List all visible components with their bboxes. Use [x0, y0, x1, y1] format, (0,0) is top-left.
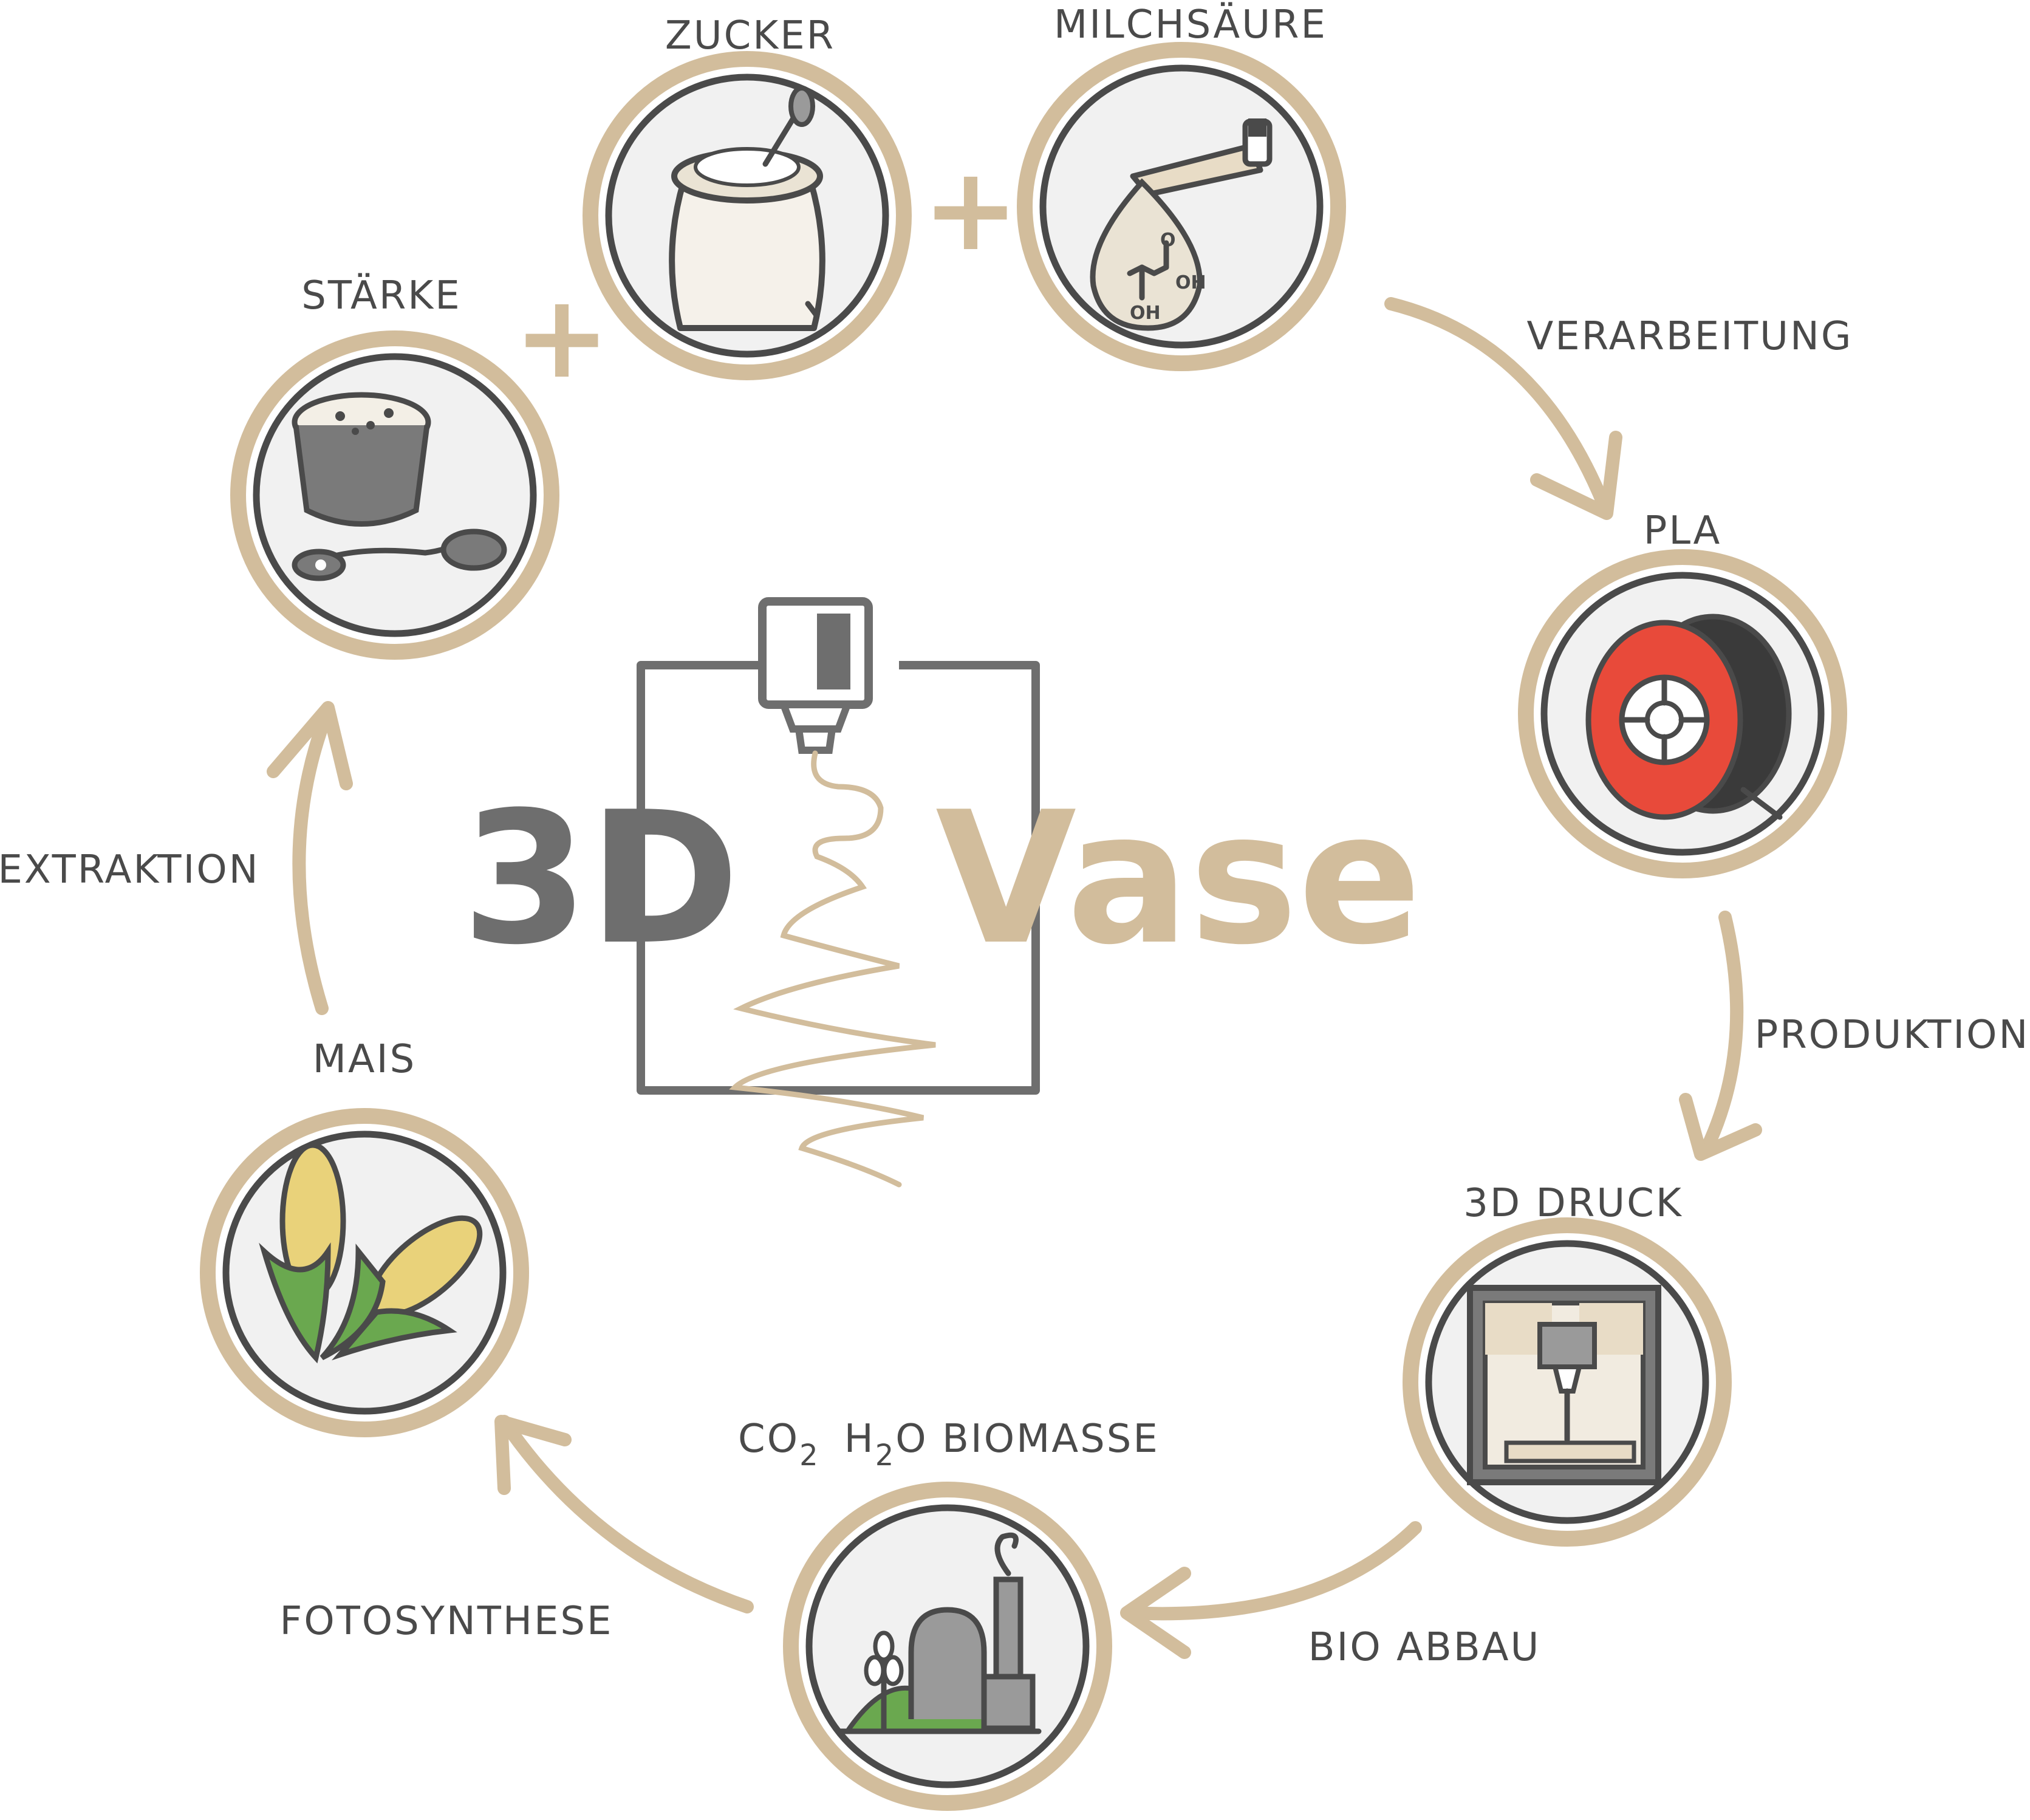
label-verarbeitung: VERARBEITUNG — [1527, 314, 1853, 359]
station-3d-druck: 3D DRUCK — [1403, 1181, 1732, 1547]
plus-sign-2: + — [922, 142, 1019, 276]
label-fotosynthese: FOTOSYNTHESE — [280, 1599, 613, 1644]
label-extraktion: EXTRAKTION — [0, 847, 260, 892]
station-starke: STÄRKE — [230, 273, 559, 660]
label-mais: MAIS — [313, 1037, 417, 1082]
arrow-verarbeitung — [1384, 297, 1622, 520]
label-starke: STÄRKE — [301, 273, 461, 318]
logo-text-3d: 3D — [462, 773, 740, 985]
arrow-extraktion — [267, 701, 353, 1015]
label-milchsaure: MILCHSÄURE — [1054, 2, 1327, 47]
arrow-fotosynthese — [494, 1415, 754, 1613]
label-zucker: ZUCKER — [665, 13, 835, 58]
plus-sign-1: + — [513, 270, 610, 404]
chem-oh-label-2: OH — [1130, 303, 1161, 324]
label-pla: PLA — [1644, 508, 1722, 553]
filament-spool-icon — [1585, 614, 1792, 820]
3d-printer-icon — [1467, 1285, 1661, 1485]
logo-text-vase: Vase — [935, 773, 1421, 985]
starch-cup-spoon-icon — [292, 392, 507, 581]
label-bio-abbau: BIO ABBAU — [1308, 1625, 1541, 1670]
print-head-icon — [758, 597, 873, 754]
chem-o-label: O — [1160, 230, 1176, 251]
center-logo-3d-vase: 3D Vase — [462, 597, 1421, 1188]
station-mais: MAIS — [200, 1037, 529, 1437]
label-produktion: PRODUKTION — [1755, 1013, 2030, 1058]
chem-oh-label-1: OH — [1175, 272, 1206, 293]
station-pla: PLA — [1518, 508, 1847, 878]
label-3d-druck: 3D DRUCK — [1463, 1181, 1683, 1226]
station-zucker: ZUCKER — [583, 13, 912, 380]
arrows — [267, 297, 1762, 1659]
station-milchsaure: O OH OH MILCHSÄURE — [1017, 2, 1346, 371]
corn-icon — [259, 1142, 483, 1364]
sugar-sack-icon — [669, 86, 825, 331]
lactic-acid-drop-icon: O OH OH — [1090, 118, 1273, 331]
arrow-produktion — [1679, 911, 1762, 1161]
biogas-plant-icon — [835, 1532, 1042, 1734]
arrow-bio-abbau — [1120, 1521, 1422, 1659]
